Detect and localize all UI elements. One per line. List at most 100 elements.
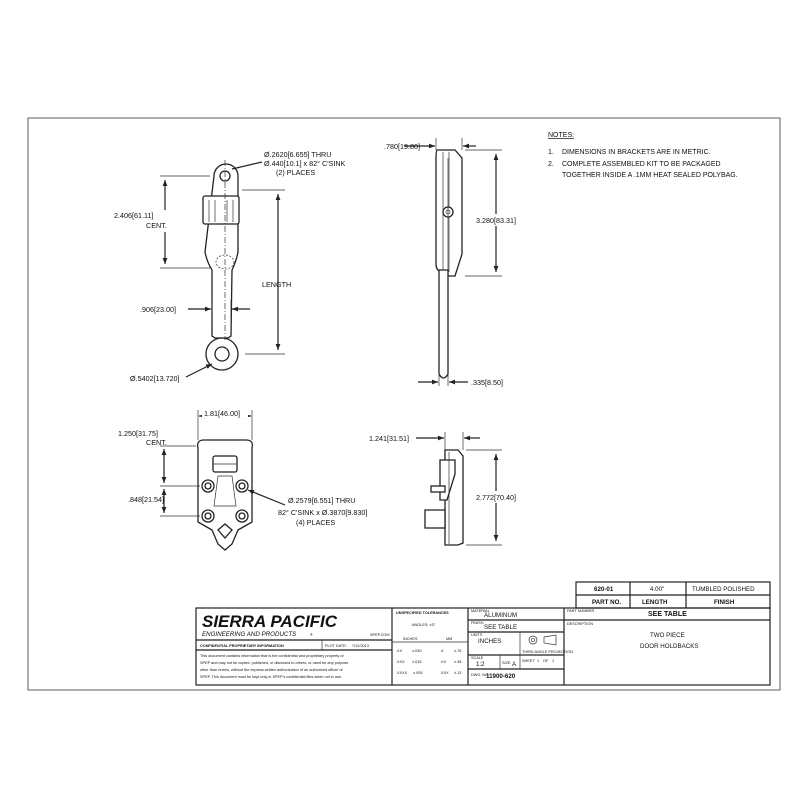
arm-bracket <box>202 195 240 225</box>
note-1-text: DIMENSIONS IN BRACKETS ARE IN METRIC. <box>562 149 711 156</box>
arm-side-view: .780[19.80] 3.280[83.31] .335[8.50] <box>384 138 530 387</box>
variant-table: 620-01 4.00" TUMBLED POLISHED PART NO. L… <box>575 581 771 609</box>
description-label: DESCRIPTION <box>567 622 593 626</box>
confidential-line-2: SPEP and may not be copied, published, o… <box>200 661 348 665</box>
registered-mark: ® <box>310 633 313 637</box>
company-subtitle: ENGINEERING AND PRODUCTS <box>202 631 297 638</box>
material-value: ALUMINUM <box>484 612 517 619</box>
side-top-dim: .780[19.80] <box>384 142 420 151</box>
arm-hole-callout-3: (2) PLACES <box>276 168 315 177</box>
tol-row-1-in: .XX <box>396 649 403 653</box>
arm-front-view: Ø.2620[6.655] THRU Ø.440[10.1] x 82° C'S… <box>112 150 346 383</box>
description-line-1: TWO PIECE <box>650 632 685 639</box>
catch-plate <box>196 439 254 551</box>
company-name: SIERRA PACIFIC <box>202 612 338 631</box>
tolerances-inches-label: INCHES <box>403 637 418 641</box>
sheet-total: 1 <box>552 659 554 663</box>
arm-width-dim: .906[23.00] <box>140 305 176 314</box>
title-block: SIERRA PACIFIC ENGINEERING AND PRODUCTS … <box>195 607 771 686</box>
catch-side-top-dim: 1.241[31.51] <box>369 434 409 443</box>
material-label: MATERIAL <box>471 609 490 613</box>
sheet-label: SHEET <box>522 659 535 663</box>
tolerances-mm-label: MM <box>446 637 452 641</box>
plot-date: 7/12/2013 <box>352 644 369 648</box>
confidential-line-1: This document contains information that … <box>200 654 344 658</box>
catch-hole-callout-1: Ø.2579[6.551] THRU <box>288 496 355 505</box>
catch-side-view: 1.241[31.51] 2.772[70.40] <box>369 432 530 546</box>
tol-row-2-mm: .XX <box>440 660 447 664</box>
variant-part-no: 620-01 <box>594 586 614 593</box>
tolerances-angles: ANGLES: ±3° <box>412 623 436 627</box>
tol-row-3-in: .XXXX <box>396 671 408 675</box>
confidential-line-3: other than review, without the express w… <box>200 668 344 672</box>
company-website: SPEP.COM <box>370 633 390 637</box>
description-line-2: DOOR HOLDBACKS <box>640 643 698 650</box>
finish-value: SEE TABLE <box>484 624 517 631</box>
note-2-line-1: COMPLETE ASSEMBLED KIT TO BE PACKAGED <box>562 161 721 168</box>
dwg-no-label: DWG. NO. <box>471 673 489 677</box>
arm-body <box>204 163 239 339</box>
sheet-value: 1 <box>537 659 539 663</box>
part-number-label: PART NUMBER <box>567 609 594 613</box>
catch-hole-callout-3: (4) PLACES <box>296 518 335 527</box>
arm-cent-label: CENT. <box>146 221 167 230</box>
catch-small-dim: .848[21.54] <box>128 495 164 504</box>
sheet-of-label: OF <box>543 659 549 663</box>
tol-row-1-in-tol: ±.030 <box>412 649 421 653</box>
catch-cent-dim: 1.250[31.75] <box>118 429 158 438</box>
catch-side-height-dim: 2.772[70.40] <box>476 493 516 502</box>
arm-slot <box>215 254 235 270</box>
notes-block: NOTES: 1. DIMENSIONS IN BRACKETS ARE IN … <box>548 132 738 179</box>
tol-row-3-in-tol: ±.005 <box>413 671 422 675</box>
tol-row-1-mm: .X <box>440 649 444 653</box>
catch-side-pin <box>430 485 446 493</box>
side-bottom-dim: .335[8.50] <box>471 378 503 387</box>
arm-cent-dim: 2.406[61.11] <box>114 211 153 220</box>
tol-row-1-mm-tol: ±.76 <box>454 649 461 653</box>
side-arm <box>438 269 449 379</box>
tol-row-3-mm-tol: ±.13 <box>454 671 461 675</box>
projection-circle-icon <box>528 635 538 645</box>
catch-cent-label: CENT. <box>146 438 167 447</box>
side-height-dim: 3.280[83.31] <box>476 216 516 225</box>
variant-header-part-no: PART NO. <box>592 599 621 606</box>
catch-hole-callout-2: 82° C'SINK x Ø.3870[9.830] <box>278 508 367 517</box>
notes-heading: NOTES: <box>548 132 574 139</box>
tol-row-2-in: .XXX <box>396 660 405 664</box>
arm-hole-callout-2: Ø.440[10.1] x 82° C'SINK <box>264 159 346 168</box>
tol-row-2-mm-tol: ±.38 <box>454 660 461 664</box>
projection-label: THIRD ANGLE PROJECTION <box>522 650 573 654</box>
dwg-no-value: 11900-620 <box>486 673 516 680</box>
units-label: UNITS <box>471 633 483 637</box>
note-2-line-2: TOGETHER INSIDE A .1MM HEAT SEALED POLYB… <box>562 172 738 179</box>
arm-eye-hole <box>214 346 230 362</box>
size-value: A <box>512 661 517 668</box>
tolerances-title: UNSPECIFIED TOLERANCES <box>396 611 449 615</box>
arm-length-label: LENGTH <box>262 280 291 289</box>
sheet-border <box>27 117 781 691</box>
tol-row-3-mm: .XXX <box>440 671 449 675</box>
scale-value: 1:2 <box>476 661 485 668</box>
arm-eye-dim: Ø.5402[13.720] <box>130 374 180 383</box>
note-2-num: 2. <box>548 161 554 168</box>
catch-front-view: 1.81[46.00] 1.250[31.75] CENT. .848[21.5… <box>118 408 367 551</box>
catch-width-dim: 1.81[46.00] <box>204 409 240 418</box>
confidential-line-4: SPEP. This document must be kept only in… <box>200 675 342 679</box>
projection-cone-icon <box>543 634 557 646</box>
variant-finish: TUMBLED POLISHED <box>692 586 755 593</box>
finish-label: FINISH <box>471 621 484 625</box>
confidential-label: CONFIDENTIAL PROPRIETARY INFORMATION <box>200 644 284 648</box>
plot-date-label: PLOT DATE: <box>325 644 347 648</box>
variant-header-finish: FINISH <box>714 599 735 606</box>
size-label: SIZE <box>502 661 511 665</box>
catch-side-foot <box>424 509 446 529</box>
tol-row-2-in-tol: ±.015 <box>412 660 421 664</box>
arm-hole-callout-1: Ø.2620[6.655] THRU <box>264 150 331 159</box>
units-value: INCHES <box>478 638 501 645</box>
scale-label: SCALE <box>471 656 484 660</box>
variant-length: 4.00" <box>650 586 664 593</box>
part-number-value: SEE TABLE <box>648 611 687 618</box>
variant-header-length: LENGTH <box>642 599 668 606</box>
note-1-num: 1. <box>548 149 554 156</box>
